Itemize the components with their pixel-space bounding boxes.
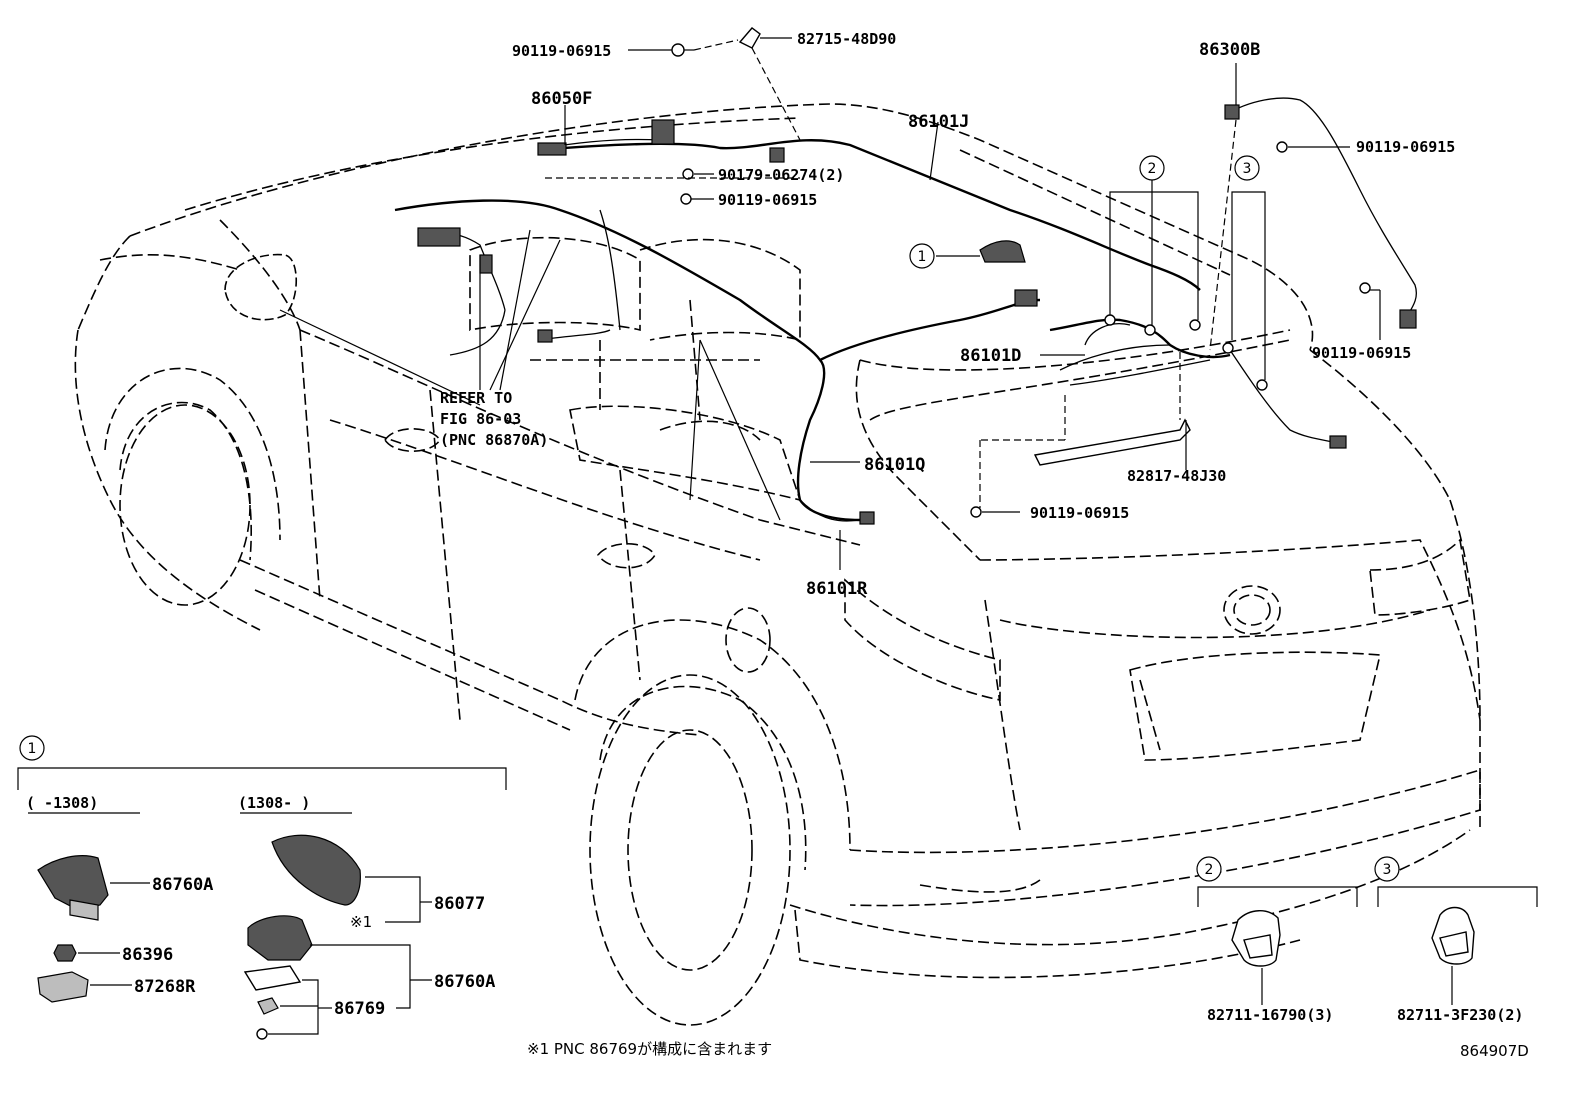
- label-90119-right-top: 90119-06915: [1356, 138, 1455, 156]
- group-3-badge: 3: [1374, 856, 1400, 882]
- connector-front-module: [417, 227, 461, 247]
- label-82817-48j30: 82817-48J30: [1127, 467, 1226, 485]
- bracket-82817-48j30: [1033, 418, 1191, 466]
- clip-2c: [1189, 319, 1201, 331]
- label-87268r: 87268R: [134, 977, 196, 997]
- label-90119-right: 90119-06915: [1312, 344, 1411, 362]
- label-86101d: 86101D: [960, 346, 1021, 366]
- bolt-right-top: [1276, 141, 1288, 153]
- connector-roof-right: [769, 147, 785, 163]
- connector-86101q-end: [859, 511, 875, 525]
- label-refer-line2: FIG 86-03: [440, 410, 521, 428]
- label-82711-3f230: 82711-3F230(2): [1397, 1006, 1523, 1024]
- label-refer-line1: REFER TO: [440, 389, 512, 407]
- connector-rear-branch: [1329, 435, 1347, 449]
- group-1-range-a: ( -1308): [26, 794, 98, 812]
- label-86101j: 86101J: [908, 112, 969, 132]
- callout-1: 1: [909, 243, 935, 269]
- svg-text:2: 2: [1148, 161, 1157, 177]
- harness-wires: [394, 27, 1417, 525]
- svg-text:1: 1: [918, 249, 927, 265]
- clip-3a: [1222, 342, 1234, 354]
- bolt-right: [1359, 282, 1371, 294]
- leader-lines: [279, 37, 1381, 570]
- figure-id: 864907D: [1460, 1042, 1529, 1060]
- label-86077: 86077: [434, 894, 485, 914]
- label-82711-16790: 82711-16790(3): [1207, 1006, 1333, 1024]
- label-86101r: 86101R: [806, 579, 868, 599]
- vehicle-body-outline: [74, 103, 1481, 1026]
- group-1-badge: 1: [19, 735, 45, 761]
- clip-82711-16790-inner: [1243, 934, 1273, 959]
- svg-text:2: 2: [1205, 862, 1214, 878]
- label-82715-48d90: 82715-48D90: [797, 30, 896, 48]
- label-star1: ※1: [350, 913, 372, 931]
- svg-text:3: 3: [1243, 161, 1252, 177]
- nut-86396: [53, 944, 77, 962]
- label-86769: 86769: [334, 999, 385, 1019]
- footer-note: ※1 PNC 86769が構成に含まれます: [527, 1040, 772, 1058]
- detail-group-2: 2 82711-16790(3): [1196, 856, 1358, 1024]
- label-90119-top-left: 90119-06915: [512, 42, 611, 60]
- label-90119-low: 90119-06915: [1030, 504, 1129, 522]
- callouts-main: 1 2 3: [909, 155, 1260, 269]
- detail-group-1: 1 ( -1308) (1308- ) 86760A 86396 87268R …: [17, 735, 507, 1040]
- gasket-86769: [243, 965, 302, 991]
- connector-86101d-top: [1014, 289, 1038, 307]
- connector-roof-center: [651, 119, 675, 145]
- label-86101q: 86101Q: [864, 455, 925, 475]
- clip-82711-3f230-inner: [1439, 931, 1469, 957]
- label-90119-mid: 90119-06915: [718, 191, 817, 209]
- svg-text:3: 3: [1383, 862, 1392, 878]
- clip-90179-06274: [682, 168, 694, 180]
- clip-2a: [1104, 314, 1116, 326]
- bolt-low: [970, 506, 982, 518]
- connector-86050f: [537, 142, 567, 156]
- label-refer-line3: (PNC 86870A): [440, 431, 548, 449]
- connector-86300b-end: [1399, 309, 1417, 329]
- connector-front-b: [537, 329, 553, 343]
- clip-3b: [1256, 379, 1268, 391]
- connector-front-a: [479, 254, 493, 274]
- connector-87268r: [37, 971, 89, 1003]
- label-86050f: 86050F: [531, 89, 592, 109]
- connector-86300b: [1224, 104, 1240, 120]
- label-86300b: 86300B: [1199, 40, 1260, 60]
- label-86396: 86396: [122, 945, 173, 965]
- bolt-top-left: [671, 43, 694, 57]
- roof-antenna: [979, 240, 1026, 263]
- screw-86769: [256, 1028, 268, 1040]
- part-labels: 90119-06915 82715-48D90 86050F 86101J 86…: [440, 30, 1455, 599]
- bracket-82715-48d90: [738, 27, 761, 49]
- clip-2b: [1144, 324, 1156, 336]
- svg-text:1: 1: [28, 741, 37, 757]
- detail-group-3: 3 82711-3F230(2): [1374, 856, 1538, 1024]
- group-1-range-b: (1308- ): [238, 794, 310, 812]
- callout-2: 2: [1139, 155, 1165, 181]
- label-86760a-pre: 86760A: [152, 875, 213, 895]
- nut-86769: [257, 997, 279, 1015]
- bolt-mid: [680, 193, 692, 205]
- callout-3: 3: [1234, 155, 1260, 181]
- label-90179-06274: 90179-06274(2): [718, 166, 844, 184]
- cover-86077: [271, 834, 361, 906]
- label-86760a-post: 86760A: [434, 972, 495, 992]
- antenna-86760a-post: [247, 915, 313, 961]
- antenna-86760a-base: [69, 899, 99, 921]
- group-2-badge: 2: [1196, 856, 1222, 882]
